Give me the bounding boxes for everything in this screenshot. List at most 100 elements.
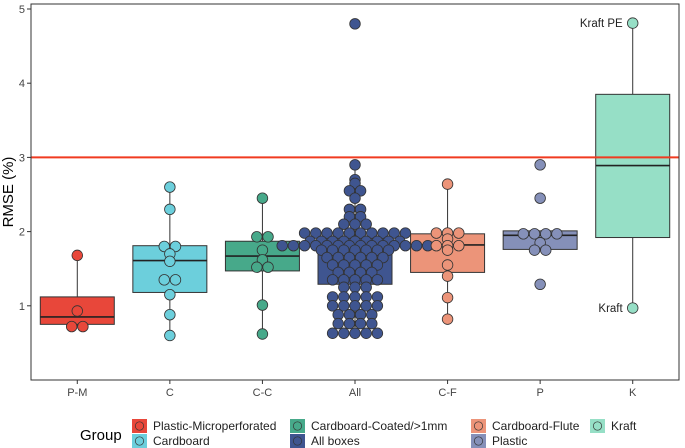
data-point — [528, 244, 541, 256]
data-point — [377, 227, 389, 239]
annotation-layer: Kraft PE Kraft — [580, 18, 624, 315]
data-point — [164, 329, 176, 342]
data-point — [453, 227, 465, 239]
data-point — [540, 244, 552, 256]
data-point — [627, 302, 639, 314]
x-tick-label: C-F — [438, 387, 457, 399]
data-point — [349, 300, 361, 312]
legend-title: Group — [80, 427, 122, 444]
data-point — [338, 300, 350, 312]
x-tick-label: P-M — [67, 387, 87, 399]
legend-label: All boxes — [311, 434, 360, 448]
legend-label: Kraft — [611, 419, 637, 433]
x-tick-label: C-C — [253, 387, 273, 399]
data-point — [326, 300, 339, 312]
data-point — [349, 327, 361, 339]
data-point — [338, 327, 350, 339]
data-point — [298, 227, 311, 239]
data-point — [256, 299, 269, 311]
data-point — [71, 305, 83, 317]
data-point — [349, 159, 361, 171]
legend-key-dot — [292, 436, 303, 446]
data-point — [354, 227, 367, 239]
data-point — [388, 227, 400, 239]
data-point — [528, 228, 541, 240]
data-point — [332, 317, 344, 330]
data-point — [551, 228, 563, 240]
data-point — [360, 218, 372, 230]
legend-label: Plastic-Microperforated — [153, 419, 276, 433]
point-annotation: Kraft PE — [580, 18, 623, 30]
data-point — [158, 274, 170, 286]
legend-label: Cardboard — [153, 434, 210, 448]
data-point — [453, 239, 465, 252]
data-point — [517, 228, 530, 240]
data-point — [256, 192, 269, 204]
data-point — [343, 227, 356, 239]
data-point — [366, 227, 378, 239]
data-point — [366, 317, 378, 330]
data-point — [410, 239, 423, 252]
data-point — [164, 181, 176, 193]
data-point — [65, 320, 78, 333]
data-point — [354, 317, 367, 330]
y-tick-label: 4 — [19, 78, 25, 90]
data-point — [430, 239, 443, 252]
data-point — [349, 218, 361, 230]
y-tick-label: 2 — [19, 227, 25, 239]
legend-key-dot — [473, 436, 484, 446]
data-point — [349, 281, 361, 293]
data-point — [298, 239, 311, 252]
data-point — [262, 231, 274, 243]
data-point — [262, 261, 274, 273]
data-point — [326, 274, 339, 286]
data-point — [430, 227, 443, 239]
data-point — [343, 317, 356, 330]
y-tick-label: 3 — [19, 152, 25, 164]
legend-label: Plastic — [492, 434, 527, 448]
data-point — [360, 300, 372, 312]
legend-label: Cardboard-Coated/>1mm — [311, 419, 447, 433]
y-axis-label: RMSE (%) — [0, 157, 17, 228]
data-point — [256, 244, 269, 256]
data-point — [399, 227, 412, 239]
data-point — [371, 327, 384, 339]
data-point — [71, 249, 83, 262]
x-tick-label: All — [349, 387, 361, 399]
data-point — [540, 228, 552, 240]
data-point — [310, 227, 322, 239]
data-point — [164, 255, 176, 267]
data-point — [287, 239, 300, 252]
y-tick-label: 1 — [19, 301, 25, 313]
y-tick-label: 5 — [19, 4, 25, 16]
data-point — [276, 239, 288, 252]
data-point — [360, 327, 372, 339]
legend-key-dot — [292, 421, 303, 431]
data-point — [371, 300, 384, 312]
data-point — [169, 274, 182, 286]
data-point — [399, 239, 412, 252]
data-point — [441, 270, 454, 282]
data-point — [164, 288, 176, 301]
data-point — [326, 327, 339, 339]
data-point — [164, 309, 176, 321]
data-point — [534, 192, 546, 204]
x-tick-label: C — [166, 387, 174, 399]
data-point — [256, 328, 269, 340]
data-point — [164, 203, 176, 216]
point-annotation: Kraft — [598, 303, 623, 315]
x-tick-label: K — [629, 387, 637, 399]
data-point — [251, 261, 263, 273]
data-point — [349, 18, 361, 30]
data-point — [441, 259, 454, 271]
data-point — [627, 17, 639, 29]
data-point — [360, 281, 372, 293]
data-point — [338, 281, 350, 293]
data-point — [441, 291, 454, 304]
data-point — [251, 231, 263, 243]
data-point — [441, 178, 454, 190]
data-point — [441, 244, 454, 256]
